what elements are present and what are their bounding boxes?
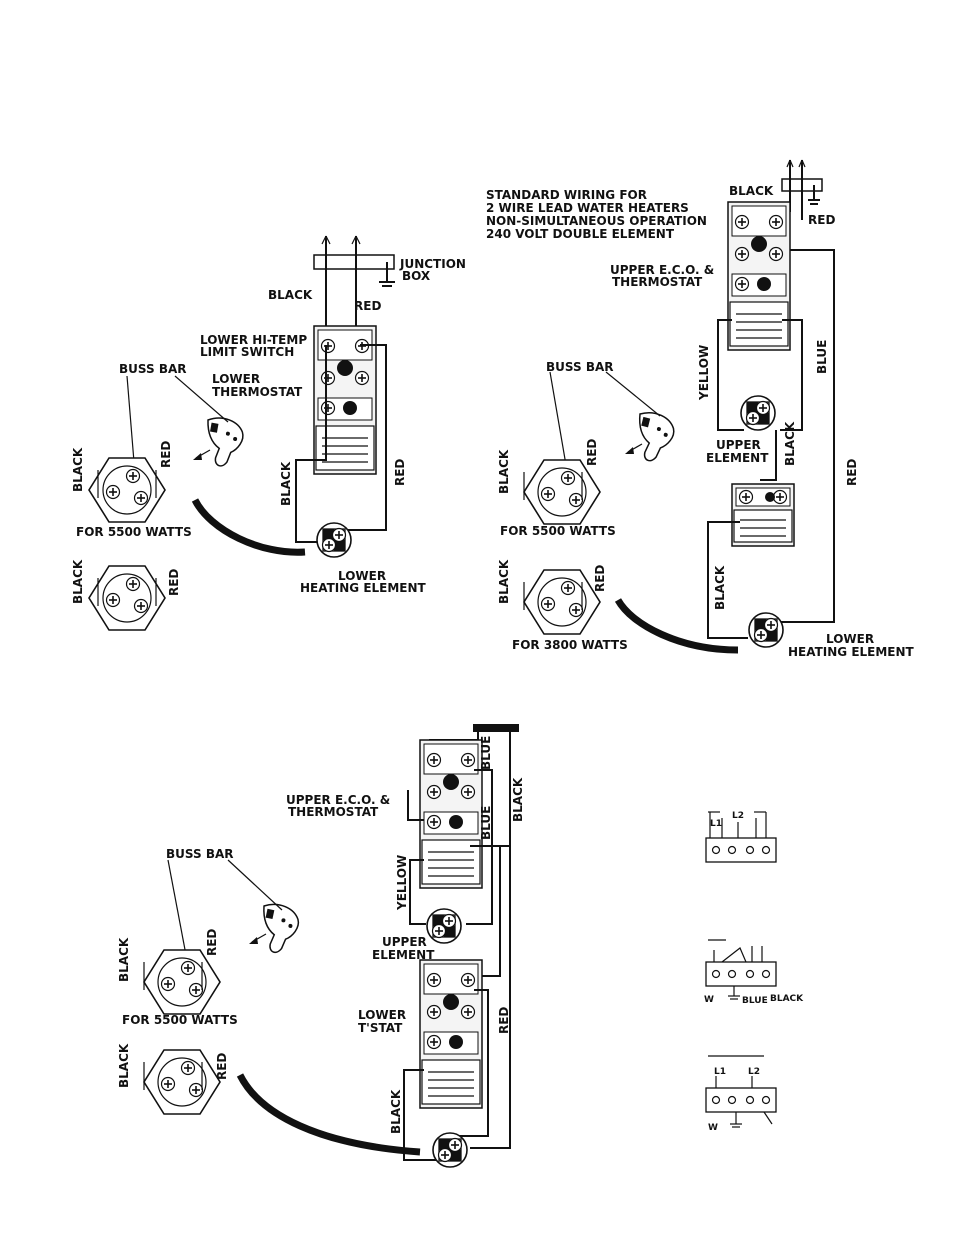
upper-element-label-2: ELEMENT	[372, 948, 435, 962]
watts-label-3800: FOR 3800 WATTS	[512, 638, 628, 652]
mini2-label-black: BLACK	[770, 994, 804, 1004]
upper-eco-label-2: THERMOSTAT	[288, 805, 379, 819]
supply-lead-bar	[473, 724, 519, 732]
wire-label-red: RED	[808, 213, 835, 227]
lower-tstat-label-2: T'STAT	[358, 1021, 403, 1035]
mini-terminal-diagram-2: W BLUE BLACK	[704, 939, 804, 1006]
upper-eco-label-2: THERMOSTAT	[612, 275, 703, 289]
buss-bar-label: BUSS BAR	[166, 847, 234, 861]
junction-box	[313, 254, 395, 270]
hex-plug-icon	[524, 460, 600, 524]
mini3-label-l1: L1	[714, 1067, 726, 1077]
hex-label-red: RED	[159, 441, 173, 468]
diagram-simultaneous-double-element: UPPER E.C.O. & THERMOSTAT BLUE BLUE BLAC…	[117, 724, 525, 1167]
title-line-4: 240 VOLT DOUBLE ELEMENT	[486, 227, 675, 241]
wire-label-red: RED	[354, 299, 381, 313]
hex2-label-black: BLACK	[117, 1043, 131, 1088]
lower-element-label-1: LOWER	[338, 569, 386, 583]
buss-bar-icon	[199, 415, 247, 470]
title-line-3: NON-SIMULTANEOUS OPERATION	[486, 214, 707, 228]
buss-bar-icon	[254, 901, 303, 957]
buss-bar-icon	[628, 409, 678, 466]
mini1-label-l2: L2	[732, 811, 744, 821]
wire-label-black: BLACK	[268, 288, 313, 302]
lower-element-label-2: HEATING ELEMENT	[788, 645, 915, 659]
wire-label-black-right: BLACK	[511, 777, 525, 822]
wire-label-black-bottom: BLACK	[389, 1089, 403, 1134]
lower-heating-element-icon	[749, 613, 783, 647]
lower-thermostat	[732, 484, 794, 546]
upper-element-label-1: UPPER	[382, 935, 427, 949]
hex2-label-red: RED	[215, 1053, 229, 1080]
lower-thermostat-label-2: THERMOSTAT	[212, 385, 303, 399]
title-line-2: 2 WIRE LEAD WATER HEATERS	[486, 201, 689, 215]
upper-element-icon	[741, 396, 775, 430]
wire-label-black-lower: BLACK	[713, 565, 727, 610]
lower-thermostat-label-1: LOWER	[212, 372, 260, 386]
mini3-label-l2: L2	[748, 1067, 760, 1077]
hex2-label-red: RED	[167, 569, 181, 596]
title-line-1: STANDARD WIRING FOR	[486, 188, 647, 202]
mini3-label-w: W	[708, 1123, 718, 1133]
wire-label-red-vertical: RED	[497, 1007, 511, 1034]
wire-label-blue: BLUE	[815, 340, 829, 374]
lower-tstat-label-1: LOWER	[358, 1008, 406, 1022]
hex2-label-black: BLACK	[71, 559, 85, 604]
hex-plug-icon	[144, 950, 220, 1014]
hex2-label-black: BLACK	[497, 559, 511, 604]
wire-label-black: BLACK	[729, 184, 774, 198]
junction-box-label-1: JUNCTION	[399, 257, 466, 271]
hex-plug-icon	[144, 1050, 220, 1114]
wire-label-blue-top: BLUE	[479, 736, 493, 770]
mini-terminal-diagram-1: L1 L2	[705, 811, 777, 863]
junction-box-label-2: BOX	[402, 269, 431, 283]
hex2-label-red: RED	[593, 565, 607, 592]
lower-heating-element-icon	[317, 523, 351, 557]
lower-element-label-2: HEATING ELEMENT	[300, 581, 427, 595]
upper-eco-label-1: UPPER E.C.O. &	[286, 793, 390, 807]
hex-label-black: BLACK	[117, 937, 131, 982]
hex-plug-icon	[89, 566, 165, 630]
hex-label-black: BLACK	[71, 447, 85, 492]
hex-label-black: BLACK	[497, 449, 511, 494]
watts-label-5500: FOR 5500 WATTS	[122, 1013, 238, 1027]
hex-label-red: RED	[585, 439, 599, 466]
watts-label-5500: FOR 5500 WATTS	[500, 524, 616, 538]
lower-limit-thermostat	[314, 326, 376, 474]
wire-label-black-vertical: BLACK	[279, 461, 293, 506]
hex-label-red: RED	[205, 929, 219, 956]
wire-label-red-vertical: RED	[845, 459, 859, 486]
buss-bar-label: BUSS BAR	[546, 360, 614, 374]
wire-label-yellow: YELLOW	[697, 345, 711, 401]
upper-eco-thermostat	[728, 202, 790, 350]
diagram-double-element: STANDARD WIRING FOR 2 WIRE LEAD WATER HE…	[486, 159, 915, 659]
diagram-single-element: JUNCTION BOX BLACK RED LOWER HI-TEMP LIM…	[71, 235, 466, 630]
watts-label-5500: FOR 5500 WATTS	[76, 525, 192, 539]
upper-eco-thermostat	[420, 740, 482, 888]
mini1-label-l1: L1	[710, 819, 722, 829]
limit-switch-label-2: LIMIT SWITCH	[200, 345, 294, 359]
hex-plug-icon	[89, 458, 165, 522]
upper-element-label-1: UPPER	[716, 438, 761, 452]
wire-label-yellow: YELLOW	[395, 855, 409, 911]
mini2-label-blue: BLUE	[742, 996, 768, 1006]
wire-label-black-upper: BLACK	[783, 421, 797, 466]
mini2-label-w: W	[704, 995, 714, 1005]
lower-thermostat	[420, 960, 482, 1108]
lower-element-label-1: LOWER	[826, 632, 874, 646]
hex-plug-icon	[524, 570, 600, 634]
buss-bar-label: BUSS BAR	[119, 362, 187, 376]
mini-terminal-diagram-3: L1 L2 W	[705, 1055, 777, 1133]
limit-switch-label-1: LOWER HI-TEMP	[200, 333, 307, 347]
lower-heating-element-icon	[433, 1133, 467, 1167]
wire-label-red-vertical: RED	[393, 459, 407, 486]
upper-eco-label-1: UPPER E.C.O. &	[610, 263, 714, 277]
wire-label-blue-mid: BLUE	[479, 806, 493, 840]
upper-element-icon	[427, 909, 461, 943]
upper-element-label-2: ELEMENT	[706, 451, 769, 465]
